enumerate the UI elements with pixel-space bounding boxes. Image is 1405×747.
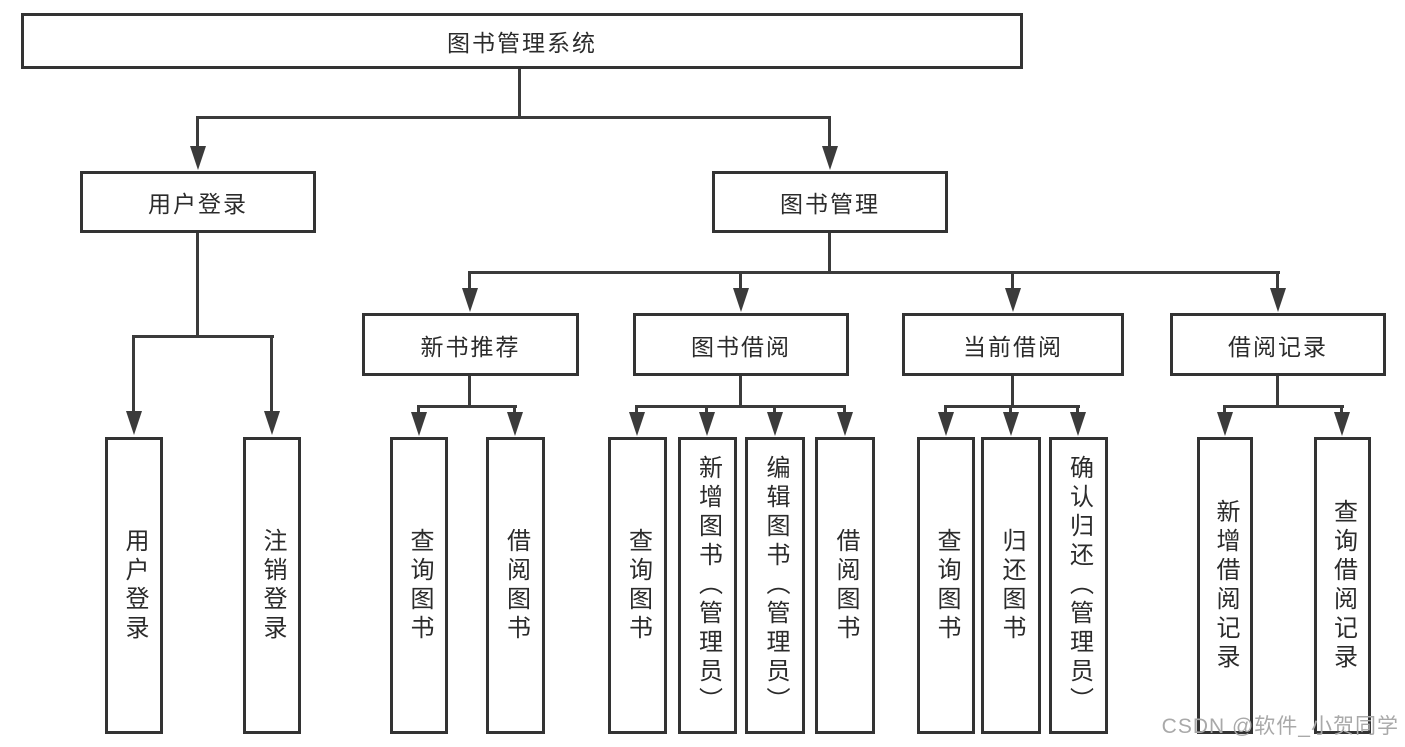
leaf-label: 新增图书（管理员） [694,455,722,716]
arrowhead-down-icon [1005,288,1021,312]
connector-line [1076,405,1079,415]
leaf-newbook-borrow-books: 借阅图书 [486,437,545,734]
connector-line [944,405,1080,408]
connector-line [1223,405,1344,408]
leaf-label: 借阅图书 [832,527,859,644]
connector-line [828,116,831,149]
connector-line [739,271,742,290]
connector-line [944,405,947,415]
leaf-record-add-record: 新增借阅记录 [1197,437,1253,734]
arrowhead-down-icon [837,412,853,436]
connector-line [132,335,135,413]
node-user-login: 用户登录 [80,171,316,233]
node-label: 用户登录 [148,191,248,217]
leaf-logout: 注销登录 [243,437,301,734]
node-label: 图书管理 [780,191,880,217]
connector-line [469,271,1280,274]
connector-line [417,405,420,415]
arrowhead-down-icon [411,412,427,436]
connector-line [1276,376,1279,407]
node-label: 图书管理系统 [447,30,597,56]
leaf-label: 确认归还（管理员） [1065,455,1093,716]
leaf-borrow-edit-books-admin: 编辑图书（管理员） [745,437,805,734]
leaf-current-query-books: 查询图书 [917,437,975,734]
arrowhead-down-icon [767,412,783,436]
arrowhead-down-icon [938,412,954,436]
arrowhead-down-icon [264,411,280,435]
arrowhead-down-icon [1003,412,1019,436]
leaf-newbook-query-books: 查询图书 [390,437,448,734]
connector-line [468,271,471,290]
connector-line [196,233,199,336]
arrowhead-down-icon [507,412,523,436]
connector-line [705,405,708,415]
leaf-label: 查询图书 [933,527,960,644]
node-borrow-record: 借阅记录 [1170,313,1386,376]
leaf-user-login: 用户登录 [105,437,163,734]
connector-line [518,69,521,118]
arrowhead-down-icon [1334,412,1350,436]
leaf-label: 查询图书 [624,527,652,644]
leaf-borrow-query-books: 查询图书 [608,437,667,734]
leaf-borrow-add-books-admin: 新增图书（管理员） [678,437,737,734]
arrowhead-down-icon [733,288,749,312]
connector-line [1011,376,1014,407]
leaf-current-return-books: 归还图书 [981,437,1041,734]
leaf-borrow-borrow-books: 借阅图书 [815,437,875,734]
csdn-watermark: CSDN @软件_小贺同学 [1161,715,1399,738]
node-new-book-recommend: 新书推荐 [362,313,579,376]
leaf-label: 归还图书 [998,527,1025,644]
connector-line [513,405,516,415]
leaf-label: 查询图书 [406,527,433,644]
arrowhead-down-icon [1217,412,1233,436]
connector-line [635,405,638,415]
arrowhead-down-icon [126,411,142,435]
node-current-borrow: 当前借阅 [902,313,1124,376]
connector-line [1011,271,1014,290]
leaf-label: 注销登录 [259,527,286,644]
connector-line [197,116,831,119]
connector-line [132,335,274,338]
arrowhead-down-icon [462,288,478,312]
leaf-label: 查询借阅记录 [1329,498,1357,673]
connector-line [773,405,776,415]
leaf-record-query-record: 查询借阅记录 [1314,437,1371,734]
leaf-label: 新增借阅记录 [1212,498,1239,673]
arrowhead-down-icon [822,146,838,170]
node-root: 图书管理系统 [21,13,1023,69]
node-label: 当前借阅 [963,333,1063,360]
connector-line [635,405,846,408]
connector-line [270,335,273,413]
arrowhead-down-icon [699,412,715,436]
arrowhead-down-icon [1270,288,1286,312]
leaf-label: 编辑图书（管理员） [762,455,789,716]
leaf-label: 借阅图书 [502,527,530,644]
leaf-label: 用户登录 [121,527,148,644]
connector-line [1276,271,1279,290]
node-book-borrow: 图书借阅 [633,313,849,376]
connector-line [1009,405,1012,415]
connector-line [739,376,742,407]
connector-line [468,376,471,407]
connector-line [1340,405,1343,415]
connector-line [196,116,199,149]
node-label: 新书推荐 [420,333,521,360]
connector-line [828,233,831,273]
arrowhead-down-icon [629,412,645,436]
node-label: 借阅记录 [1228,333,1328,360]
arrowhead-down-icon [190,146,206,170]
connector-line [1223,405,1226,415]
connector-line [843,405,846,415]
arrowhead-down-icon [1070,412,1086,436]
node-label: 图书借阅 [691,333,791,360]
connector-line [417,405,517,408]
leaf-current-confirm-return-admin: 确认归还（管理员） [1049,437,1108,734]
node-book-mgmt: 图书管理 [712,171,948,233]
